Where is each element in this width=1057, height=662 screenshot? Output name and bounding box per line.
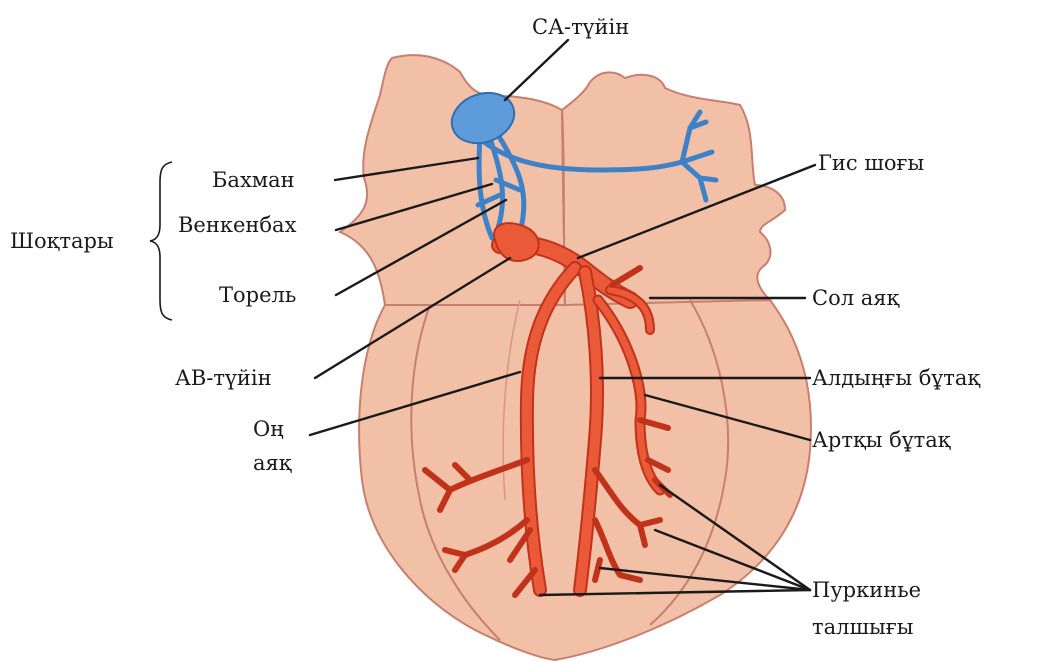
label-his-bundle: Гис шоғы: [818, 151, 924, 175]
label-purkinje-1: Пуркинье: [812, 578, 921, 602]
label-anterior-branch: Алдыңғы бұтақ: [812, 366, 980, 390]
leader-sa-node: [505, 40, 568, 100]
label-left-leg: Сол аяқ: [812, 286, 899, 310]
label-right-leg-2: аяқ: [253, 451, 292, 475]
label-bachmann: Бахман: [212, 168, 295, 192]
label-purkinje-2: талшығы: [812, 615, 913, 639]
label-wenckebach: Венкенбах: [178, 213, 297, 237]
label-right-leg-1: Оң: [253, 417, 284, 441]
label-posterior-branch: Артқы бұтақ: [812, 428, 951, 452]
bundles-brace: [150, 162, 172, 320]
label-sa-node: СА-түйін: [532, 15, 629, 39]
label-thorel: Торель: [219, 283, 296, 307]
right-atrium: [340, 55, 565, 305]
label-av-node: АВ-түйін: [175, 366, 272, 390]
label-bundles-group: Шоқтары: [10, 229, 114, 253]
